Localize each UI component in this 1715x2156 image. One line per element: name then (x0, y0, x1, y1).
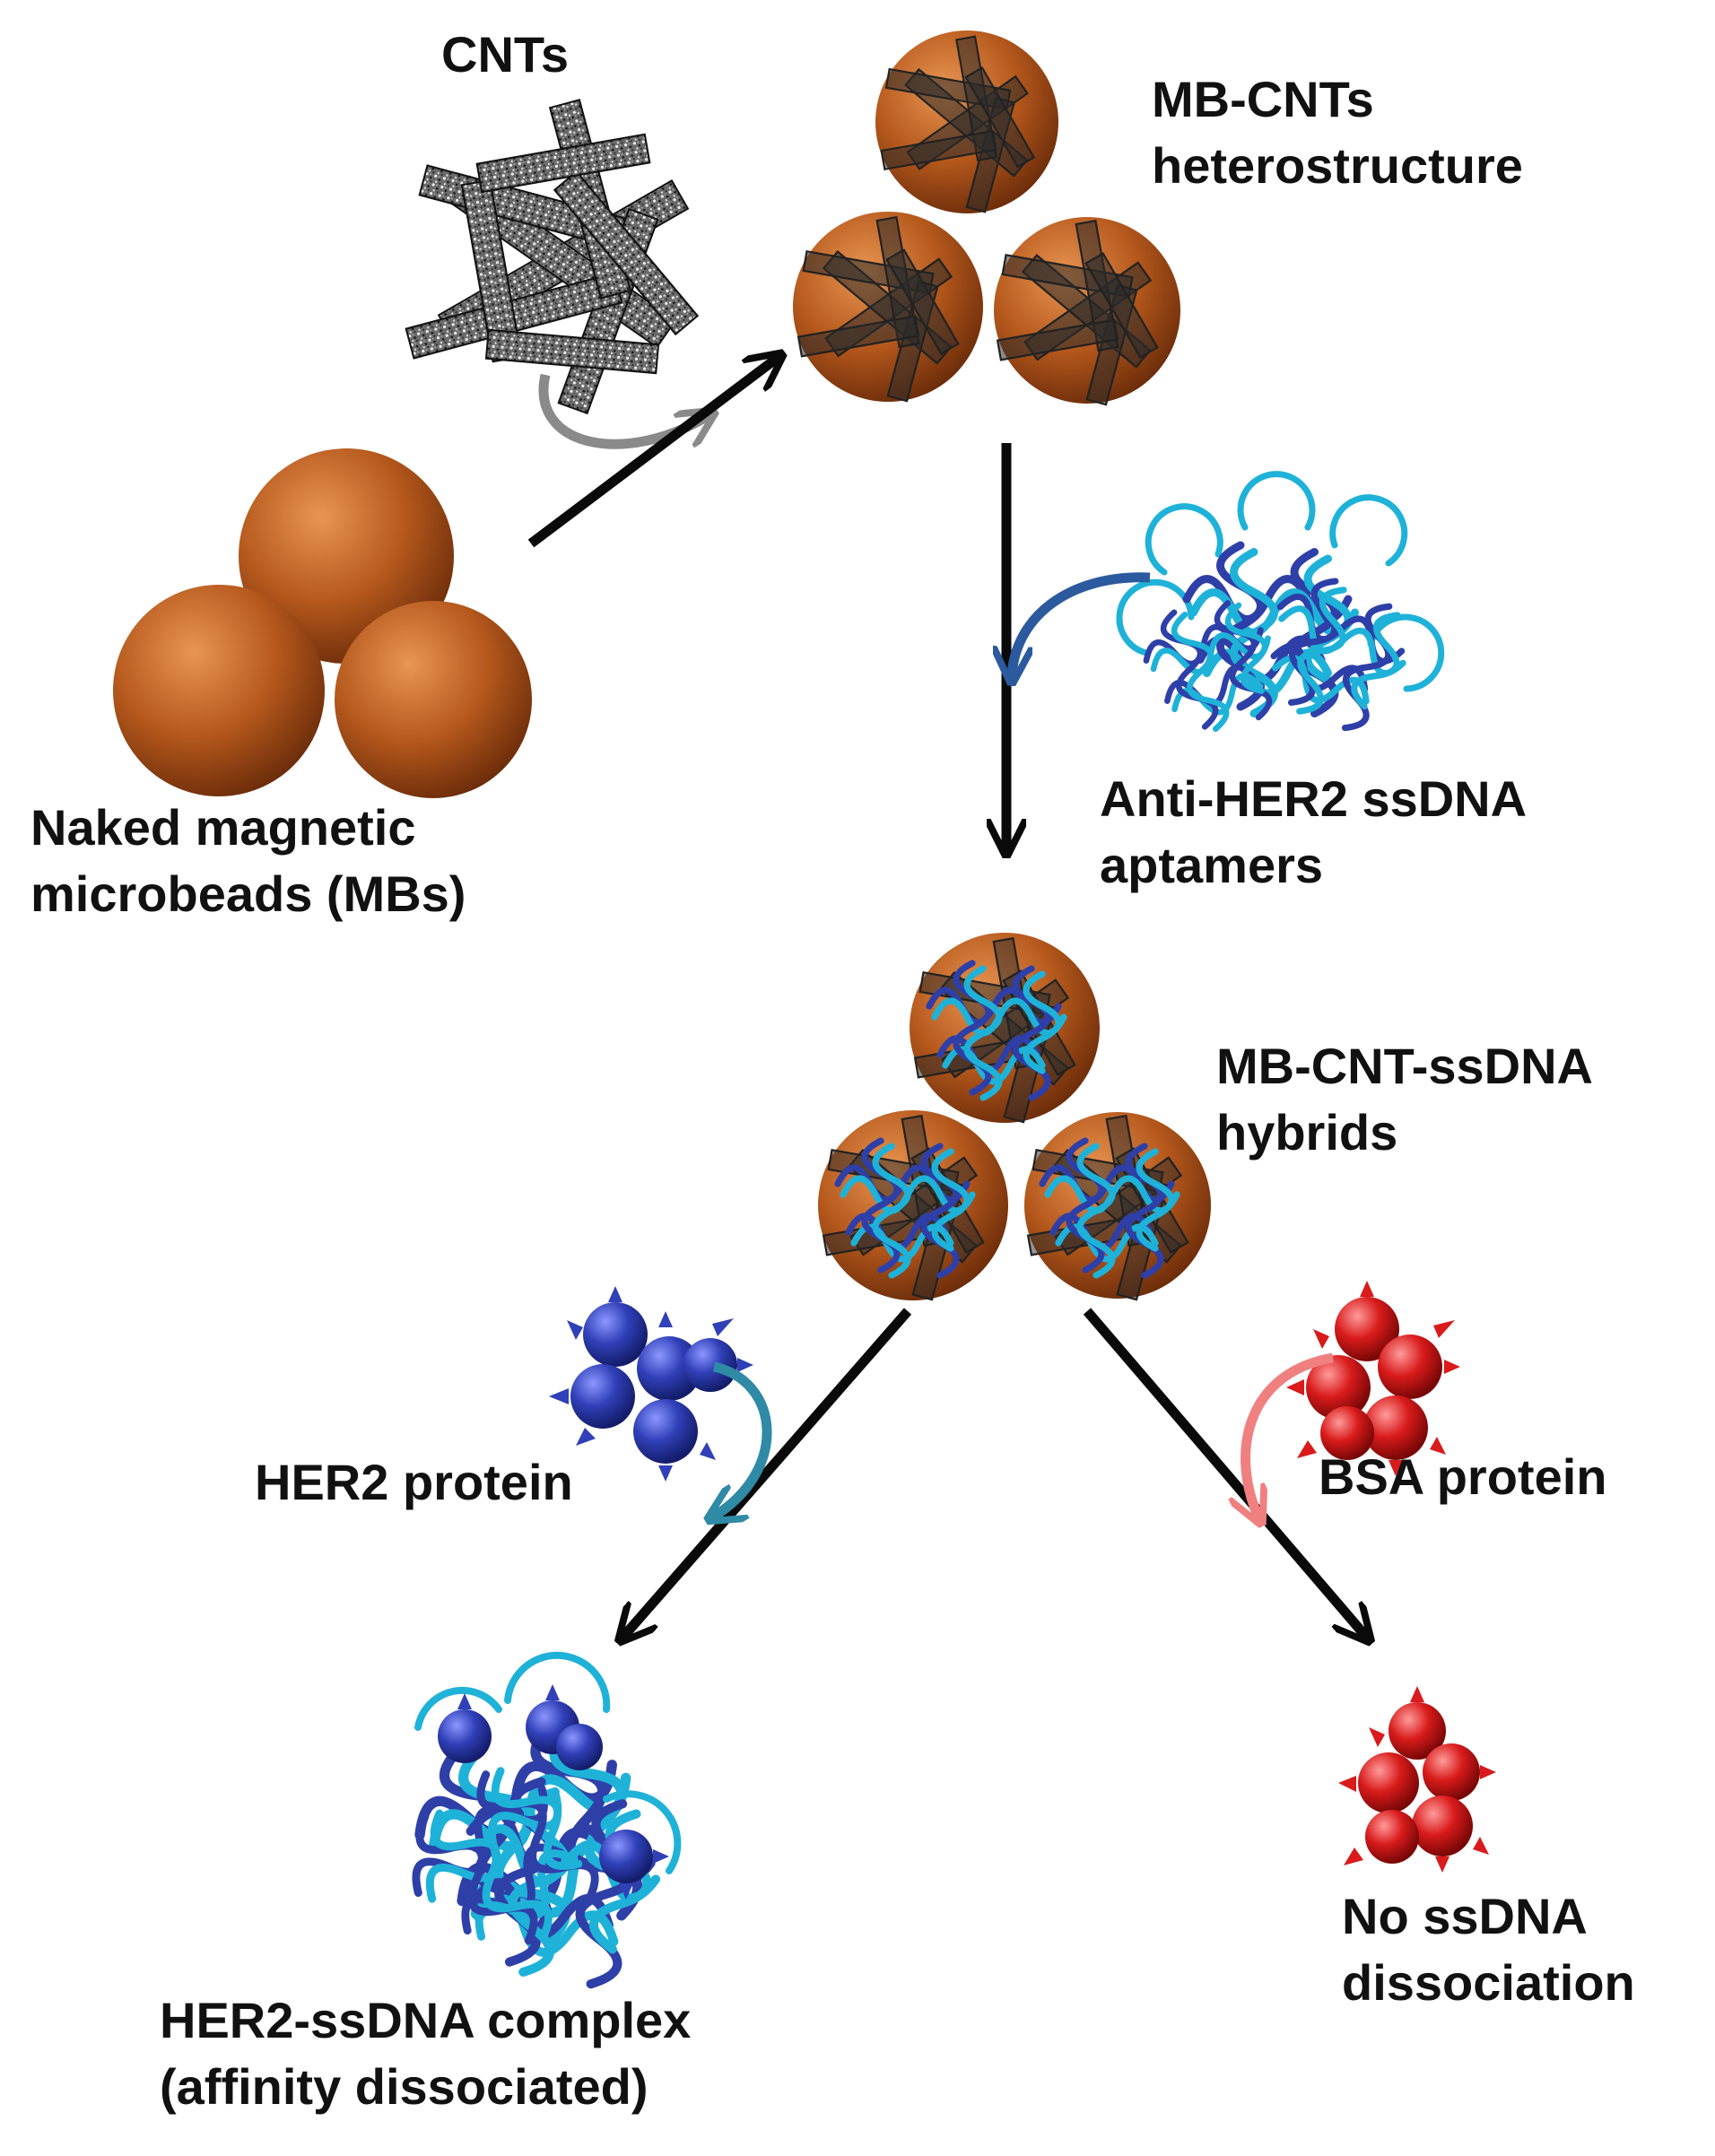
her2-protein-label: HER2 protein (255, 1449, 573, 1516)
hybrids-label-line2: hybrids (1216, 1104, 1398, 1161)
mb-cnt-ssdna-hybrids (818, 933, 1211, 1301)
bsa-addition-curve-arrow (1246, 1352, 1334, 1519)
no-dissociation-label-line1: No ssDNA (1342, 1888, 1588, 1944)
hybrids-label-line1: MB-CNT-ssDNA (1216, 1038, 1593, 1094)
aptamer-addition-curve-arrow (1012, 572, 1151, 678)
her2-complex-label-line1: HER2-ssDNA complex (160, 1992, 692, 2048)
her2-ssdna-complex (384, 1651, 682, 1992)
microbead (113, 585, 325, 796)
her2-complex-label-line2: (affinity dissociated) (160, 2058, 649, 2115)
aptamers-label: Anti-HER2 ssDNA aptamers (1100, 766, 1527, 899)
no-dissociation-label-line2: dissociation (1342, 1954, 1635, 2011)
arrow-hybrids-to-her2-complex (622, 1308, 912, 1638)
aptamers-label-line1: Anti-HER2 ssDNA (1100, 770, 1528, 827)
microbead (335, 601, 532, 798)
aptamer-cluster (1116, 471, 1445, 742)
arrow-hybrids-to-no-dissociation (1083, 1308, 1367, 1638)
cnts-label: CNTs (441, 22, 569, 88)
her2-complex-label: HER2-ssDNA complex (affinity dissociated… (160, 1987, 691, 2120)
bsa-protein-label: BSA protein (1319, 1444, 1606, 1510)
mb-cnts-heterostructure (793, 30, 1180, 406)
bsa-protein-unbound (1338, 1686, 1496, 1873)
bsa-protein-label-text: BSA protein (1319, 1448, 1607, 1505)
bsa-protein-cluster (1286, 1281, 1460, 1476)
no-dissociation-label: No ssDNA dissociation (1342, 1883, 1635, 2016)
mb-cnts-label-line2: heterostructure (1152, 137, 1523, 194)
her2-protein-label-text: HER2 protein (255, 1454, 573, 1510)
cnts-label-text: CNTs (441, 26, 570, 83)
mb-cnts-label-line1: MB-CNTs (1152, 71, 1374, 127)
cnt-cluster (405, 99, 700, 415)
naked-microbeads-label-line1: Naked magnetic (30, 799, 416, 856)
her2-addition-curve-arrow (712, 1361, 772, 1517)
arrow-mbs-to-mbcnts (527, 357, 779, 548)
hybrids-label: MB-CNT-ssDNA hybrids (1216, 1033, 1593, 1166)
naked-microbeads (113, 448, 532, 798)
naked-microbeads-label-line2: microbeads (MBs) (30, 865, 466, 922)
mb-cnts-label: MB-CNTs heterostructure (1152, 66, 1523, 199)
her2-protein-cluster (549, 1286, 753, 1482)
naked-microbeads-label: Naked magnetic microbeads (MBs) (30, 795, 466, 927)
aptamers-label-line2: aptamers (1100, 837, 1324, 893)
